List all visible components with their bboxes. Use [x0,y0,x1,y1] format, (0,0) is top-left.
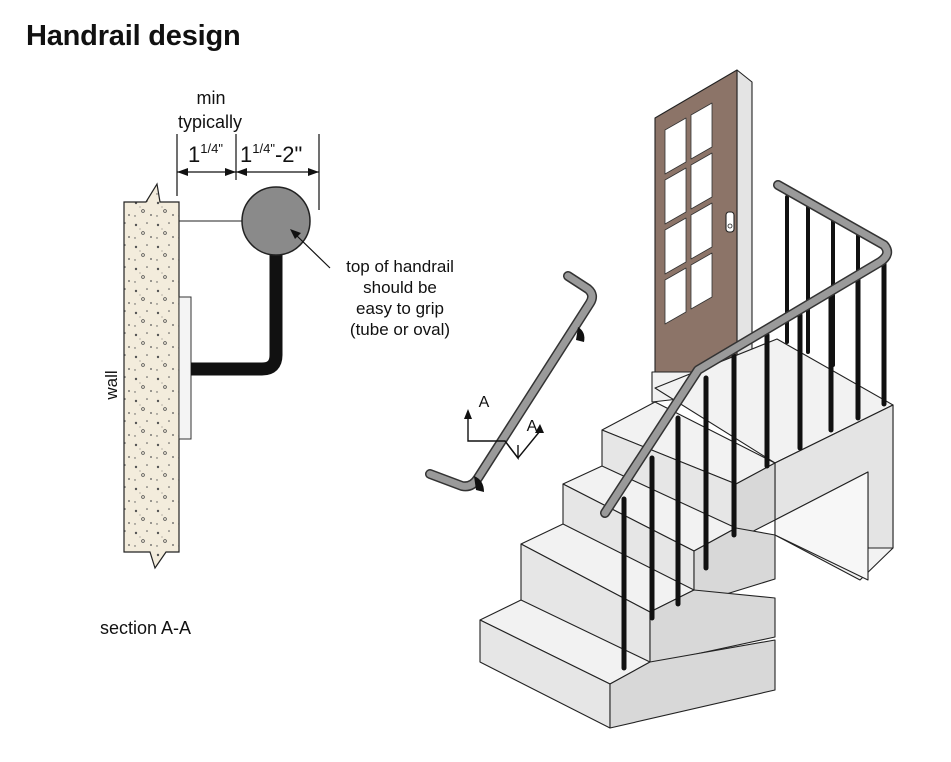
landing-balusters [785,195,860,384]
handrail-section [241,186,311,256]
bracket [191,252,283,376]
wall [123,182,180,570]
dim-typ-value: 11/4"-2" [240,141,302,167]
dim-min-value: 11/4" [188,141,223,167]
section-cut-marker [467,416,541,461]
callout-leader [294,233,331,269]
door-wall [736,69,753,376]
rail-detail-bracket-bottom [474,476,484,492]
callout-line-3: easy to grip [356,299,444,318]
wall-plate [178,296,192,440]
stair-illustration [479,69,894,729]
callout-line-4: (tube or oval) [350,320,450,339]
rail-detail: A A [425,271,598,492]
rail-detail-tube [425,271,598,492]
section-detail: min typically 11/4" 11/4"-2" top of hand… [100,88,454,638]
dimension-arrows [177,168,319,176]
callout-line-2: should be [363,278,437,297]
callout-line-1: top of handrail [346,257,454,276]
section-caption: section A-A [100,618,191,638]
page-title: Handrail design [26,20,241,52]
cut-label-1: A [479,394,490,411]
dim-min-label: min [196,88,225,108]
rail-detail-bracket-top [576,327,585,342]
door-handle [725,211,735,233]
cut-label-2: A [527,418,538,435]
dim-typ-label: typically [178,112,242,132]
door-glass-panes [664,102,713,325]
wall-label: wall [102,370,121,400]
